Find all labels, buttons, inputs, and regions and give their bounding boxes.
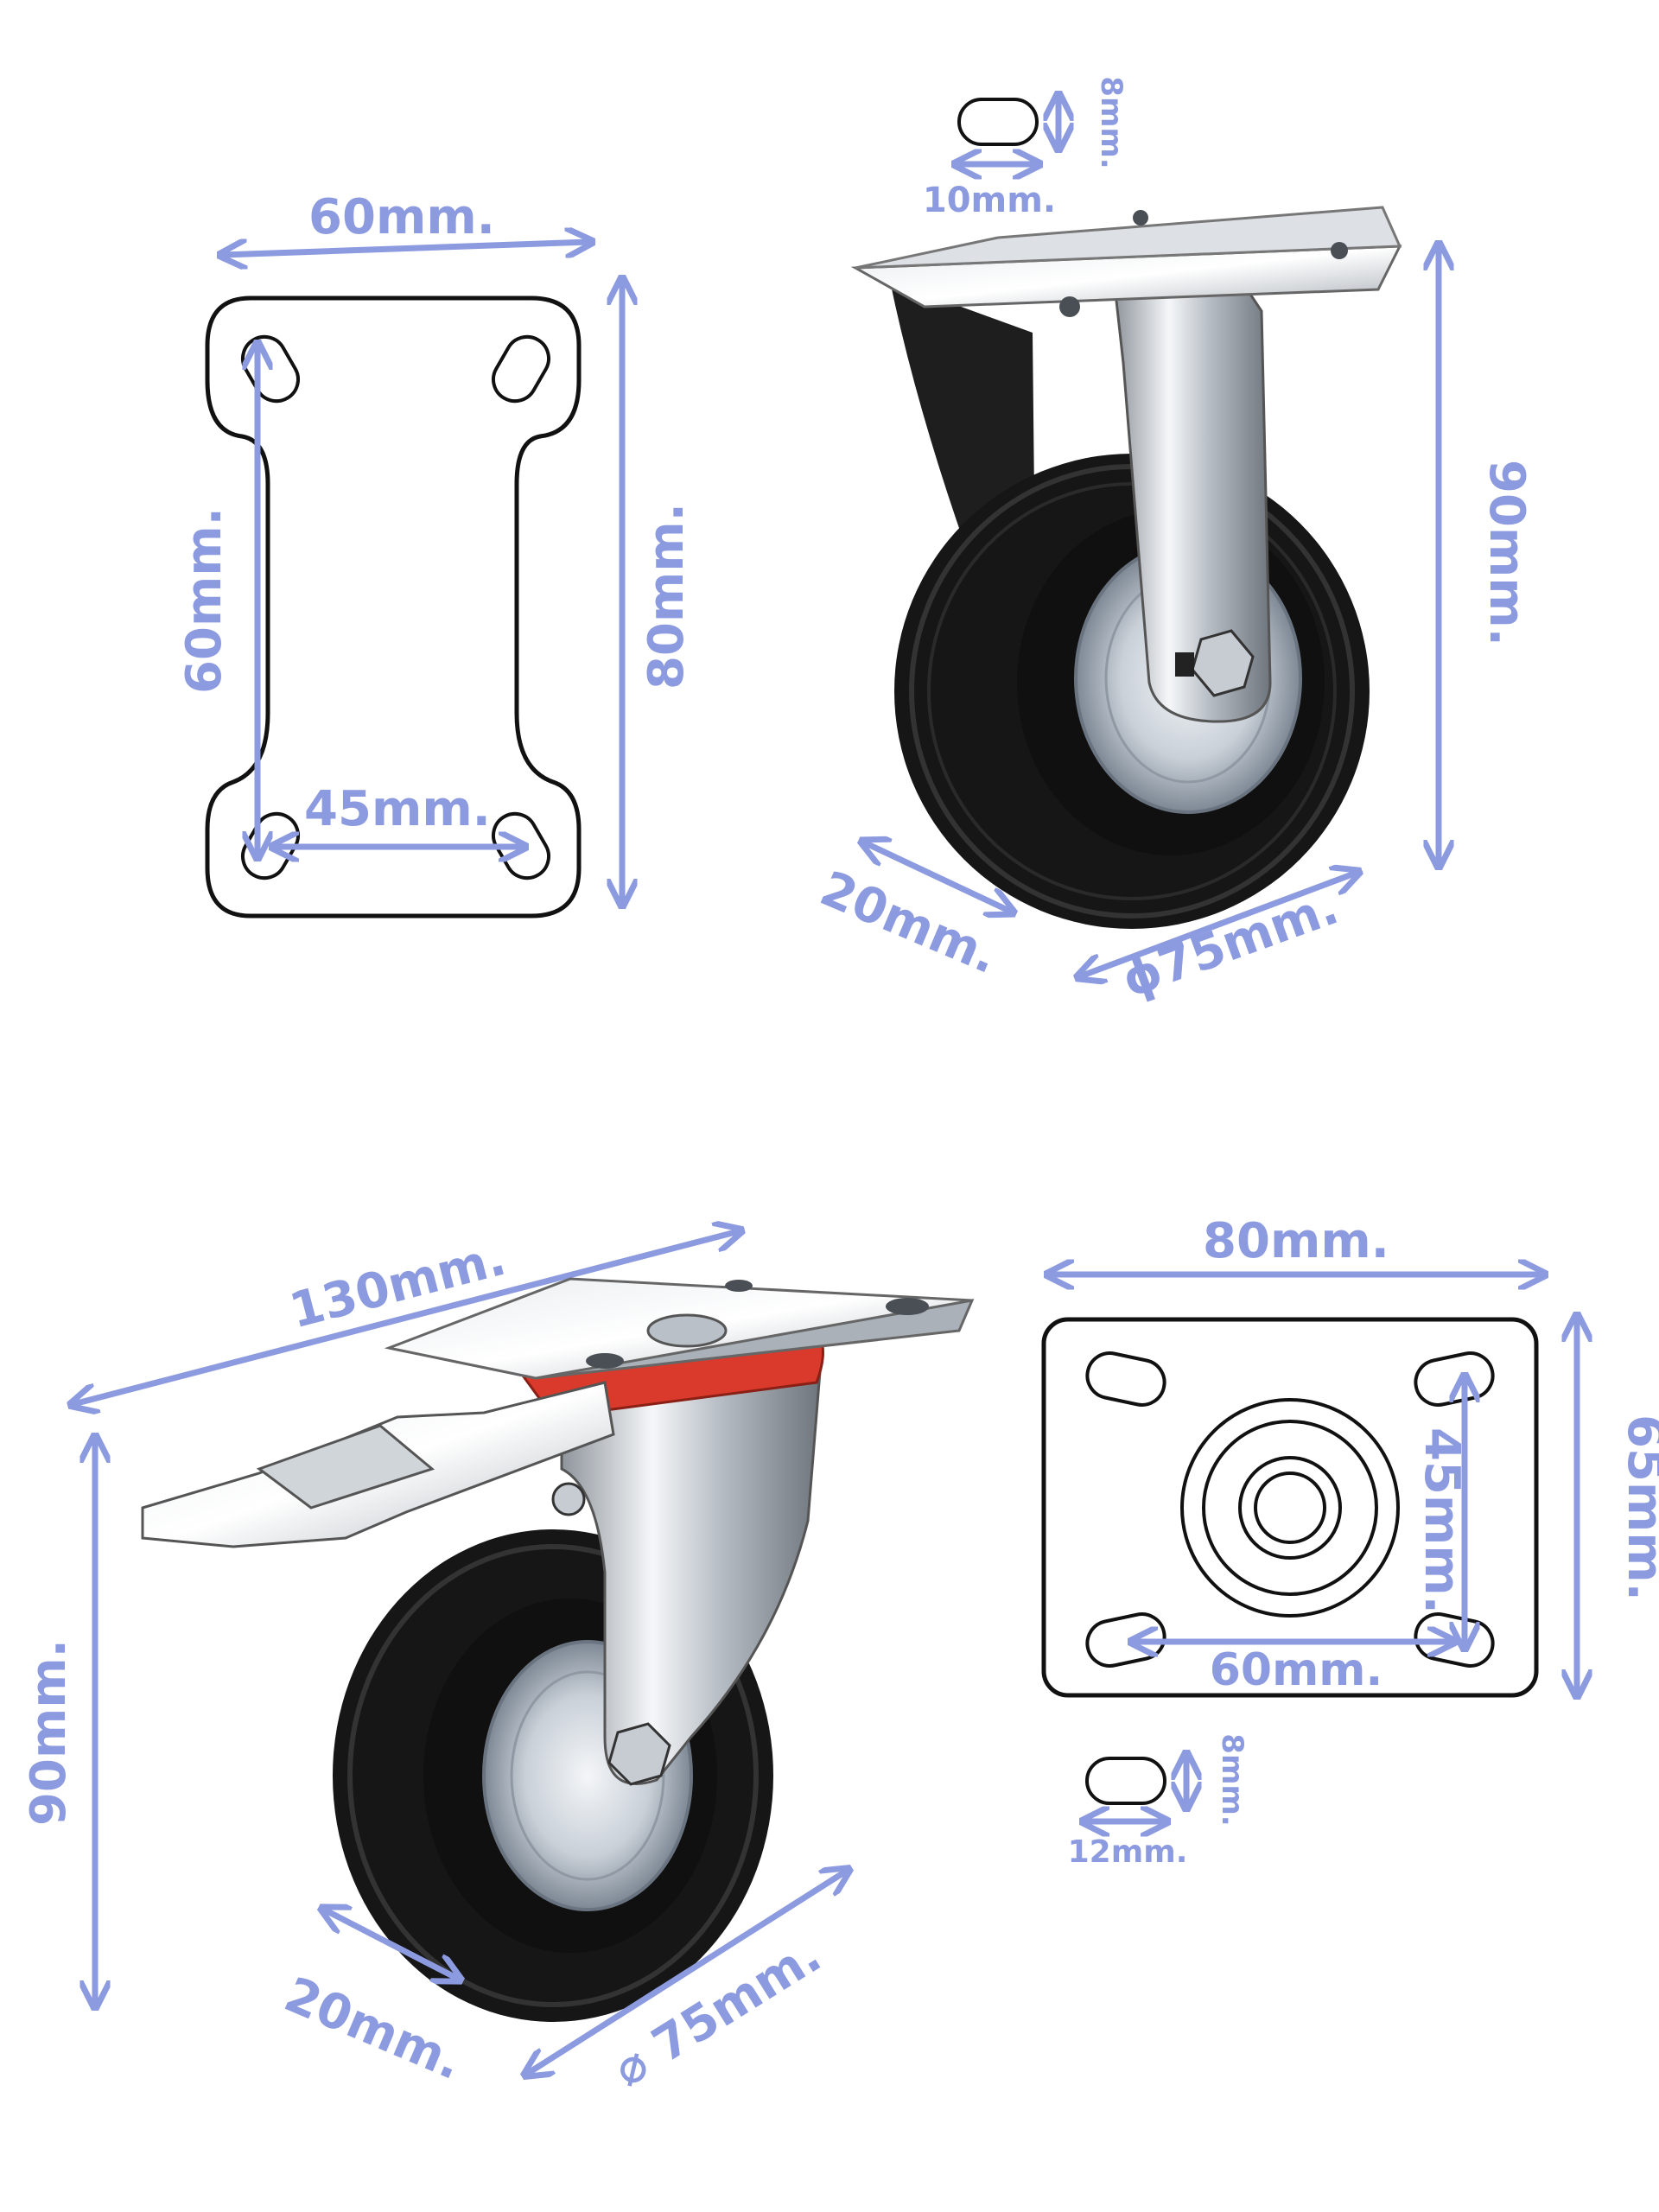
slot-hole-icon: [957, 98, 1039, 146]
plate-hole-vertical-label: 60mm.: [176, 507, 232, 694]
slot-hole-icon: [1085, 1351, 1166, 1407]
plate-width-label: 60mm.: [308, 189, 495, 245]
swivel-height-label: 90mm.: [21, 1639, 77, 1826]
fixed-caster-height-label: 90mm.: [1478, 460, 1535, 646]
plate-height-label: 80mm.: [639, 503, 695, 690]
fixed-caster-icon: [850, 206, 1402, 929]
swivel-plate-hole-horizontal-label: 60mm.: [1210, 1644, 1382, 1696]
fixed-wheel-width-label: 20mm.: [812, 861, 1006, 985]
swivel-bearing-ring: [1202, 1420, 1378, 1596]
swivel-plate-drawing: 80mm. 45mm. 60mm. 65mm. 8mm. 12mm.: [1041, 1213, 1659, 1870]
swivel-caster-with-brake-icon: [141, 1277, 975, 2022]
swivel-plate-width-label: 80mm.: [1203, 1213, 1389, 1269]
plate-hole-horizontal-label: 45mm.: [304, 781, 491, 837]
fixed-caster: 8mm. 10mm. 90mm. 20mm. ϕ75mm.: [812, 76, 1535, 1008]
fixed-plate-drawing: 60mm. 80mm. 60mm. 45mm.: [176, 189, 695, 918]
plate-outline-icon: [205, 296, 582, 918]
swivel-slot-height-label: 8mm.: [1215, 1733, 1249, 1826]
slot-hole-icon: [492, 334, 550, 404]
swivel-slot-width-label: 12mm.: [1068, 1834, 1188, 1870]
slot-width-label: 10mm.: [923, 181, 1056, 220]
plate-outline-icon: [1041, 1317, 1539, 1698]
swivel-bearing-inner: [1238, 1456, 1342, 1560]
swivel-caster: 130mm. 90mm. 20mm. ⌀ 75mm.: [21, 1230, 975, 2098]
swivel-plate-hole-vertical-label: 45mm.: [1414, 1427, 1470, 1614]
swivel-bearing-core: [1254, 1471, 1326, 1544]
slot-height-label: 8mm.: [1094, 76, 1128, 168]
swivel-bearing-outer: [1180, 1398, 1400, 1618]
swivel-plate-height-label: 65mm.: [1617, 1414, 1659, 1601]
slot-hole-icon: [1085, 1757, 1166, 1805]
